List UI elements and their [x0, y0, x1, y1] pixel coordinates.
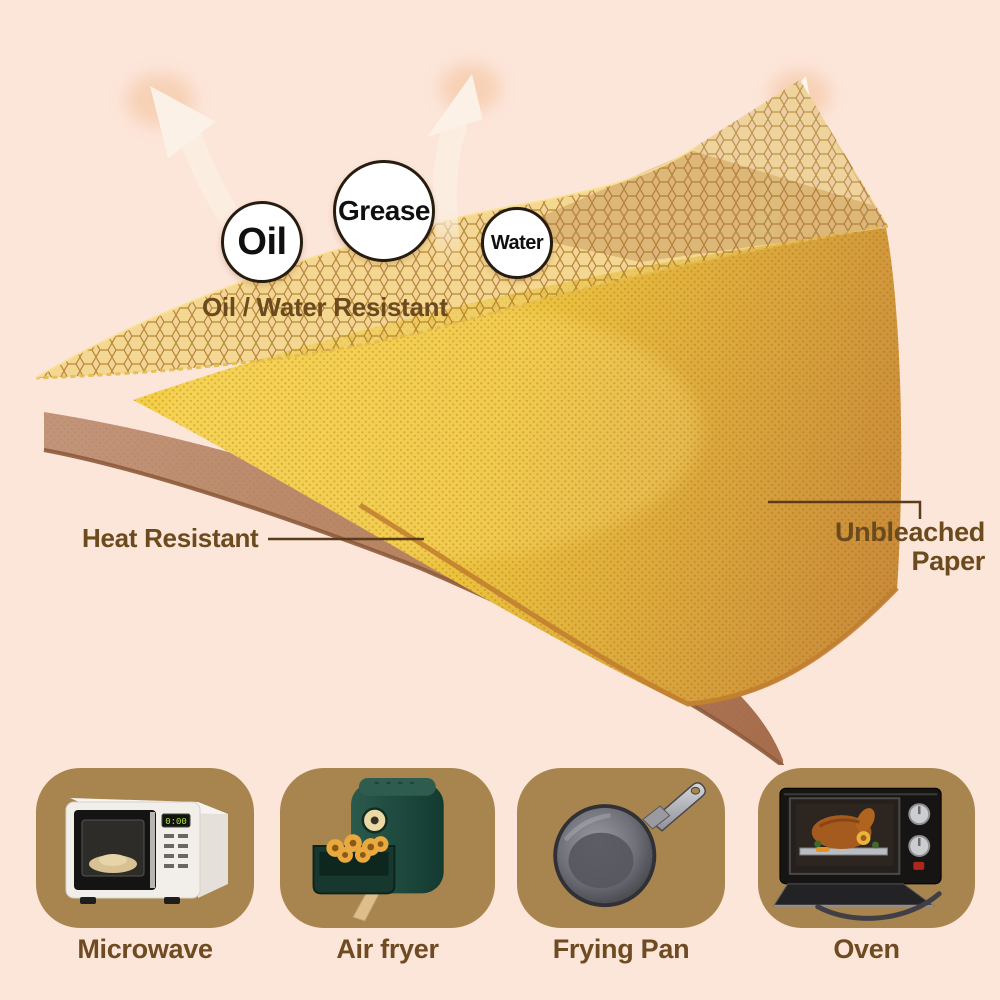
paper-layer-label-line2: Paper [911, 546, 985, 576]
mesh-layer-sheet [35, 80, 889, 380]
roast-chicken [811, 808, 879, 852]
frying-pan-icon [553, 782, 706, 908]
mesh-layer-label: Oil / Water Resistant [202, 292, 448, 322]
microwave-label: Microwave [77, 934, 213, 964]
frying-pan-label: Frying Pan [552, 934, 690, 964]
air-fryer-icon [312, 777, 444, 922]
paper-layer-label-line1: Unbleached [834, 517, 985, 547]
air-fryer-card [280, 768, 495, 928]
oven-label: Oven [833, 934, 900, 964]
layers-illustration [35, 64, 922, 765]
microwave-icon: 0:00 [65, 798, 228, 904]
base-layer-label: Heat Resistant [82, 523, 259, 553]
oil-callout: Oil [221, 201, 303, 283]
svg-text:0:00: 0:00 [165, 817, 187, 827]
oven-knobs [908, 803, 931, 870]
grease-callout: Grease [333, 160, 435, 262]
air-fryer-label: Air fryer [336, 934, 439, 964]
fried-rings [326, 834, 389, 863]
water-callout: Water [481, 207, 553, 279]
unbleached-paper-leader-line [768, 500, 922, 519]
oven-icon [773, 787, 942, 921]
microwave-card: 0:00 [36, 768, 254, 928]
up-arrow-middle-icon [427, 64, 500, 262]
paper-layer-label: Unbleached Paper [835, 518, 985, 576]
frying-pan-card [517, 768, 725, 928]
oven-card [758, 768, 975, 928]
